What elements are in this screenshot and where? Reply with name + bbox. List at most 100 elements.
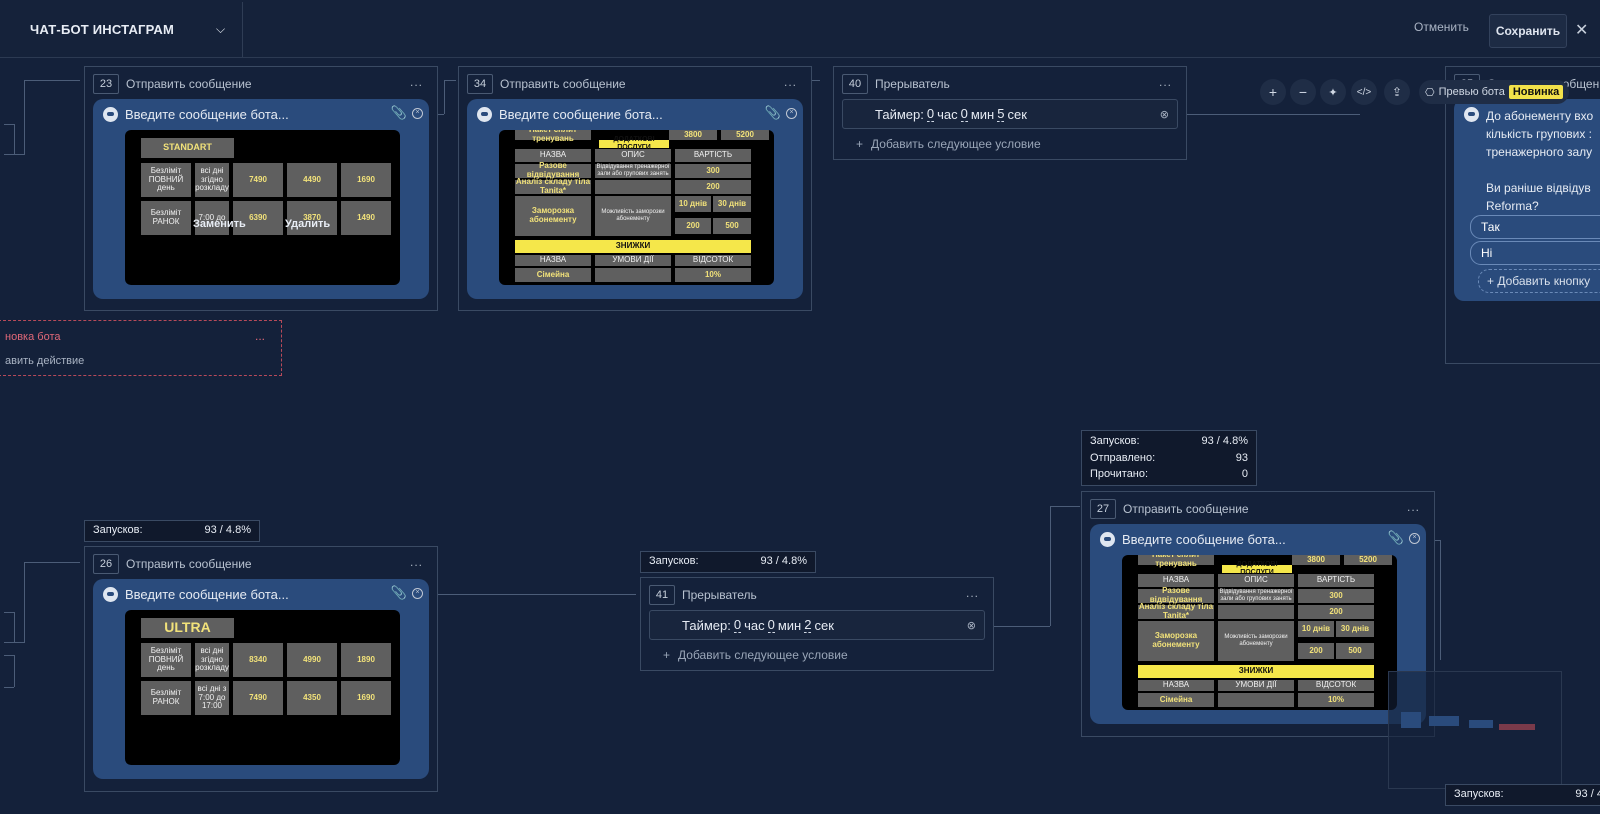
- remove-icon[interactable]: ⊗: [966, 619, 976, 632]
- table-cell: [595, 268, 671, 282]
- table-cell: 7490: [233, 681, 283, 715]
- connector: [14, 655, 15, 687]
- zoom-out-button[interactable]: −: [1290, 79, 1316, 105]
- table-cell: Сімейна: [1138, 693, 1214, 707]
- close-icon[interactable]: ✕: [1575, 22, 1589, 39]
- table-cell: Аналіз складу тіла Tanita*: [1138, 602, 1214, 620]
- node-menu-button[interactable]: ...: [1406, 500, 1420, 514]
- paperclip-icon[interactable]: 📎: [390, 585, 407, 600]
- message-placeholder[interactable]: Введите сообщение бота...: [125, 587, 289, 602]
- table-cell: УМОВИ ДІЇ: [1218, 680, 1294, 691]
- table-cell: ВАРТІСТЬ: [1298, 574, 1374, 587]
- timer-label: Таймер:: [682, 617, 731, 633]
- message-placeholder[interactable]: Введите сообщение бота...: [499, 107, 663, 122]
- remove-icon[interactable]: ×: [786, 108, 797, 119]
- minimap-node: [1469, 720, 1493, 728]
- remove-icon[interactable]: ⊗: [1159, 108, 1169, 121]
- node-menu-button[interactable]: ...: [965, 586, 979, 600]
- node-menu-button[interactable]: ...: [409, 555, 423, 569]
- connector: [24, 562, 25, 642]
- node-send-message-35[interactable]: 35Отправить сообщение До абонементу вхо …: [1445, 66, 1600, 364]
- save-button[interactable]: Сохранить: [1489, 14, 1567, 48]
- add-condition-button[interactable]: +Добавить следующее условие: [856, 137, 1041, 151]
- launch-stat-35: Запусков:93 / 4.: [1445, 784, 1600, 806]
- node-menu-button[interactable]: ...: [409, 75, 423, 89]
- message-card[interactable]: Введите сообщение бота... 📎 × STANDART Б…: [93, 99, 429, 299]
- table-cell: 200: [1298, 605, 1374, 619]
- add-action-button[interactable]: авить действие: [5, 355, 85, 367]
- remove-icon[interactable]: ×: [1409, 533, 1420, 544]
- remove-icon[interactable]: ×: [412, 588, 423, 599]
- message-text: До абонементу вхо кількість групових : т…: [1486, 109, 1594, 213]
- table-cell: 8340: [233, 643, 283, 677]
- code-icon[interactable]: </>: [1351, 79, 1377, 105]
- minimap-node: [1499, 724, 1535, 730]
- table-cell: Відвідування тренажерної зали або групов…: [1218, 589, 1294, 603]
- timer-hours[interactable]: 0: [733, 617, 742, 633]
- message-card[interactable]: До абонементу вхо кількість групових : т…: [1454, 99, 1600, 301]
- magic-wand-icon[interactable]: ✦: [1320, 79, 1346, 105]
- table-cell: STANDART: [141, 138, 234, 158]
- connector: [4, 154, 25, 155]
- add-condition-button[interactable]: +Добавить следующее условие: [663, 648, 848, 662]
- table-cell: Сімейна: [515, 268, 591, 282]
- node-number: 40: [842, 74, 868, 94]
- table-cell: 10 днів: [1298, 621, 1334, 637]
- paperclip-icon[interactable]: 📎: [1387, 530, 1404, 545]
- table-cell: 5200: [721, 130, 769, 140]
- timer-minutes[interactable]: 0: [767, 617, 775, 633]
- replace-image-button[interactable]: Заменить: [193, 218, 246, 230]
- message-card[interactable]: Введите сообщение бота... 📎 × Пакет спли…: [1090, 524, 1426, 724]
- pricing-image-services[interactable]: Пакет сплит тренувань 3800 5200 ДОДАТКОВ…: [1122, 555, 1397, 710]
- quick-reply-yes[interactable]: Так: [1470, 215, 1600, 239]
- remove-icon[interactable]: ×: [412, 108, 423, 119]
- table-cell: Безліміт ПОВНИЙ день: [141, 643, 191, 677]
- paperclip-icon[interactable]: 📎: [764, 105, 781, 120]
- table-cell: 4990: [287, 643, 337, 677]
- bot-icon: [1100, 532, 1115, 547]
- message-placeholder[interactable]: Введите сообщение бота...: [125, 107, 289, 122]
- minimap[interactable]: [1388, 671, 1562, 789]
- node-menu-button[interactable]: ...: [254, 329, 265, 343]
- table-cell: 300: [1298, 589, 1374, 603]
- pricing-image-ultra[interactable]: ULTRA Безліміт ПОВНИЙ день всі дні згідн…: [125, 610, 400, 765]
- timer-seconds[interactable]: 2: [804, 617, 812, 633]
- node-type: Прерыватель: [682, 588, 757, 602]
- message-placeholder[interactable]: Введите сообщение бота...: [1122, 532, 1286, 547]
- node-menu-button[interactable]: ...: [1158, 75, 1172, 89]
- table-cell: [595, 180, 671, 194]
- table-cell: Безліміт РАНОК: [141, 201, 191, 235]
- add-button[interactable]: + Добавить кнопку: [1478, 269, 1600, 293]
- message-card[interactable]: Введите сообщение бота... 📎 × Пакет спли…: [467, 99, 803, 299]
- node-menu-button[interactable]: ...: [783, 75, 797, 89]
- quick-reply-no[interactable]: Ні: [1470, 241, 1600, 265]
- bot-selector[interactable]: ЧАТ-БОТ ИНСТАГРАМ ⌵: [4, 2, 243, 57]
- paperclip-icon[interactable]: 📎: [390, 105, 407, 120]
- preview-label: Превью бота: [1438, 86, 1505, 98]
- pricing-image-standart[interactable]: STANDART Безліміт ПОВНИЙ день всі дні зг…: [125, 130, 400, 285]
- delete-image-button[interactable]: Удалить: [285, 218, 331, 230]
- timer-seconds[interactable]: 5: [997, 106, 1005, 122]
- timer-hours[interactable]: 0: [926, 106, 935, 122]
- pricing-image-services[interactable]: Пакет сплит тренувань 3800 5200 ДОДАТКОВ…: [499, 130, 774, 285]
- message-card[interactable]: Введите сообщение бота... 📎 × ULTRA Безл…: [93, 579, 429, 779]
- bot-preview-button[interactable]: ⎔ Превью бота Новинка: [1419, 80, 1570, 104]
- cancel-button[interactable]: Отменить: [1414, 20, 1469, 34]
- export-icon[interactable]: ⇪: [1384, 79, 1410, 105]
- zoom-in-button[interactable]: +: [1260, 79, 1286, 105]
- node-bot-stop[interactable]: новка бота ... авить действие: [0, 320, 282, 376]
- table-cell: УМОВИ ДІЇ: [595, 255, 671, 266]
- timer-minutes[interactable]: 0: [960, 106, 968, 122]
- bot-icon: [477, 107, 492, 122]
